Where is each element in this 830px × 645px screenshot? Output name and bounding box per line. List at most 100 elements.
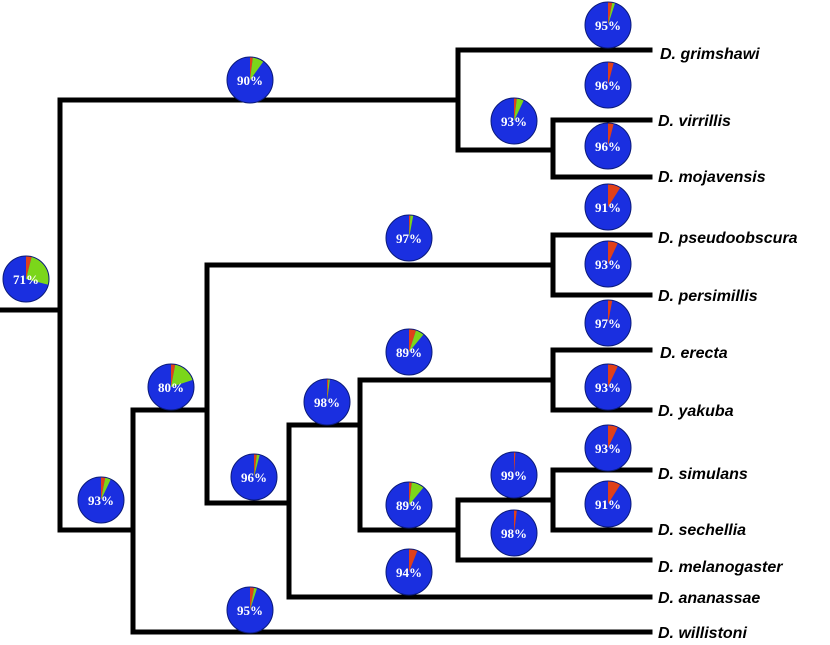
pie-percent-label: 95% bbox=[595, 18, 621, 33]
pie-percent-label: 96% bbox=[241, 470, 267, 485]
pie-percent-label: 94% bbox=[396, 565, 422, 580]
pie-sechellia: 91% bbox=[584, 480, 632, 528]
pie-red-slice bbox=[250, 587, 255, 610]
pie-green-slice bbox=[409, 482, 424, 505]
pie-green-slice bbox=[101, 477, 111, 500]
pie-simulans: 93% bbox=[584, 424, 632, 472]
pie-erecta-yakuba: 89% bbox=[385, 328, 433, 376]
species-label-melanogaster: D. melanogaster bbox=[658, 559, 783, 576]
pie-outline bbox=[584, 480, 632, 528]
pie-outline bbox=[226, 586, 274, 634]
pie-drosophila-subgenus: 90% bbox=[226, 56, 274, 104]
pie-green-slice bbox=[26, 256, 50, 285]
pie-outline bbox=[584, 61, 632, 109]
pie-red-slice bbox=[514, 510, 517, 533]
pie-red-slice bbox=[608, 184, 621, 207]
species-label-pseudoobscura: D. pseudoobscura bbox=[658, 230, 798, 247]
pie-root: 71% bbox=[2, 255, 50, 303]
pie-outline bbox=[584, 424, 632, 472]
pie-percent-label: 96% bbox=[595, 78, 621, 93]
pie-red-slice bbox=[254, 454, 257, 477]
pie-outline bbox=[490, 509, 538, 557]
pie-percent-label: 89% bbox=[396, 345, 422, 360]
pie-percent-label: 93% bbox=[501, 114, 527, 129]
pie-obscura-group: 97% bbox=[385, 214, 433, 262]
pie-green-slice bbox=[171, 364, 193, 387]
species-label-sechellia: D. sechellia bbox=[658, 522, 746, 539]
species-label-yakuba: D. yakuba bbox=[658, 403, 734, 420]
pie-outline bbox=[584, 240, 632, 288]
pie-percent-label: 93% bbox=[595, 257, 621, 272]
pie-percent-label: 99% bbox=[501, 468, 527, 483]
pie-outline bbox=[490, 97, 538, 145]
pie-green-slice bbox=[409, 330, 424, 352]
pie-percent-label: 71% bbox=[13, 272, 39, 287]
pie-red-slice bbox=[608, 425, 618, 448]
pie-percent-label: 97% bbox=[396, 231, 422, 246]
species-label-virrillis: D. virrillis bbox=[658, 113, 731, 130]
pie-outline bbox=[385, 481, 433, 529]
pie-red-slice bbox=[250, 57, 253, 80]
species-label-simulans: D. simulans bbox=[658, 466, 748, 483]
pie-outline bbox=[584, 122, 632, 170]
pie-melanogaster-obscura: 80% bbox=[147, 363, 195, 411]
pie-outline bbox=[490, 451, 538, 499]
tree-branches bbox=[0, 47, 653, 635]
pie-red-slice bbox=[101, 476, 106, 500]
pie-percent-label: 95% bbox=[237, 603, 263, 618]
pie-red-slice bbox=[514, 452, 516, 475]
species-label-grimshawi: D. grimshawi bbox=[660, 46, 760, 63]
pie-green-slice bbox=[608, 2, 616, 26]
pie-red-slice bbox=[608, 241, 618, 264]
species-labels: D. grimshawi D. virrillis D. mojavensis … bbox=[658, 46, 798, 642]
species-label-willistoni: D. willistoni bbox=[658, 625, 747, 642]
pie-percent-label: 98% bbox=[501, 526, 527, 541]
pie-red-slice bbox=[608, 364, 618, 387]
pie-mojavensis: 96% bbox=[584, 122, 632, 170]
pie-percent-label: 97% bbox=[595, 316, 621, 331]
pie-outline bbox=[77, 476, 125, 524]
pie-melanogaster: 98% bbox=[490, 509, 538, 557]
pie-simulans-sechellia: 99% bbox=[490, 451, 538, 499]
pie-percent-label: 90% bbox=[237, 73, 263, 88]
pie-simulans-complex: 89% bbox=[385, 481, 433, 529]
pie-red-slice bbox=[409, 549, 418, 572]
pie-virilis-mojavensis: 93% bbox=[490, 97, 538, 145]
pie-outline bbox=[584, 183, 632, 231]
pie-green-slice bbox=[250, 57, 264, 80]
pie-outline bbox=[584, 363, 632, 411]
species-label-mojavensis: D. mojavensis bbox=[658, 169, 766, 186]
pie-red-slice bbox=[514, 98, 517, 121]
pie-outline bbox=[226, 56, 274, 104]
pie-percent-label: 91% bbox=[595, 497, 621, 512]
pie-red-slice bbox=[409, 215, 411, 238]
pie-red-slice bbox=[608, 123, 614, 146]
pie-green-slice bbox=[409, 215, 414, 238]
pie-outline bbox=[147, 363, 195, 411]
pie-red-slice bbox=[608, 300, 613, 323]
pie-red-slice bbox=[608, 481, 621, 504]
pie-green-slice bbox=[514, 98, 524, 121]
pie-green-slice bbox=[250, 587, 258, 610]
pie-erecta: 97% bbox=[584, 299, 632, 347]
pie-percent-label: 98% bbox=[314, 395, 340, 410]
pie-yakuba: 93% bbox=[584, 363, 632, 411]
pie-percent-label: 89% bbox=[396, 498, 422, 513]
support-pies: 71% 90% 95% 93% 96% 96% 93% 80% 97% 91% 93% 96% 98% 8… bbox=[2, 1, 632, 634]
pie-outline bbox=[385, 214, 433, 262]
pie-outline bbox=[584, 1, 632, 49]
species-label-persimillis: D. persimillis bbox=[658, 288, 758, 305]
pie-outline bbox=[303, 378, 351, 426]
species-label-ananassae: D. ananassae bbox=[658, 590, 760, 607]
pie-percent-label: 93% bbox=[88, 493, 114, 508]
pie-red-slice bbox=[26, 256, 32, 279]
pie-percent-label: 91% bbox=[595, 200, 621, 215]
pie-red-slice bbox=[608, 62, 614, 85]
pie-green-slice bbox=[254, 454, 260, 477]
pie-outline bbox=[2, 255, 50, 303]
pie-persimillis: 93% bbox=[584, 240, 632, 288]
pie-percent-label: 93% bbox=[595, 380, 621, 395]
pie-red-slice bbox=[409, 329, 417, 352]
pie-percent-label: 80% bbox=[158, 380, 184, 395]
